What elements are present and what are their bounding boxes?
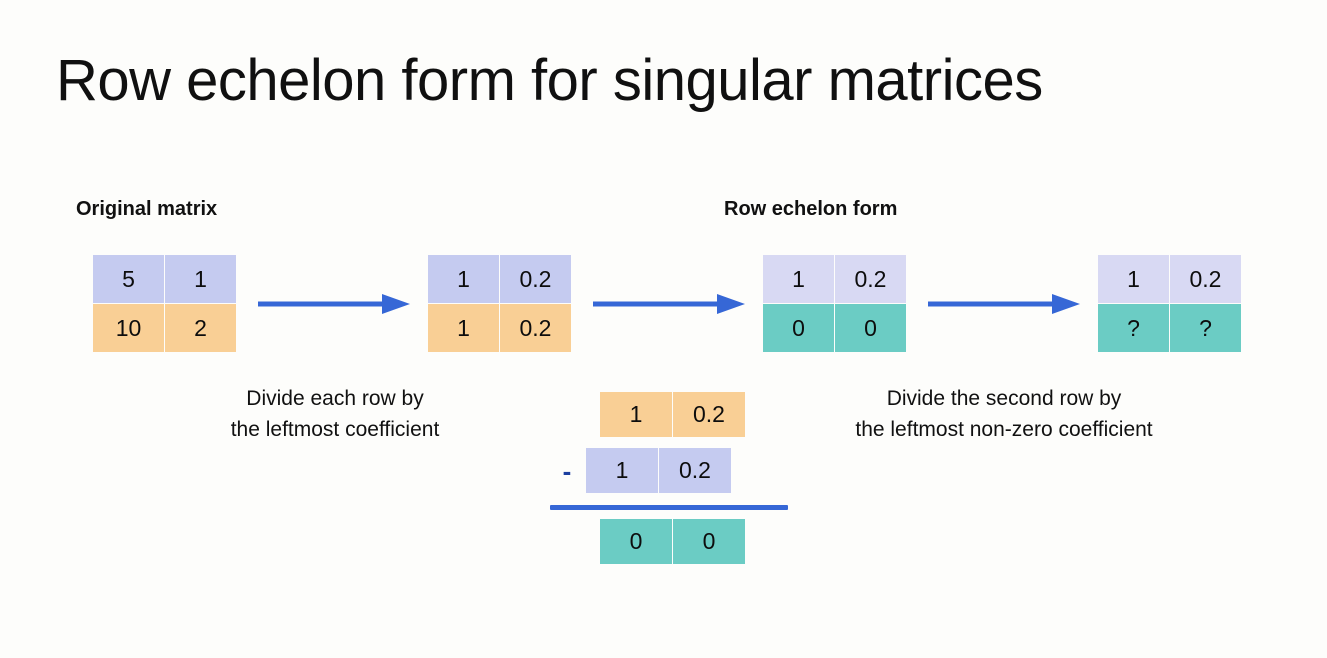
matrix-row: 1 0.2 — [428, 255, 571, 303]
work-cell: 1 — [600, 392, 672, 437]
work-cell: 0 — [600, 519, 672, 564]
subtraction-rule-divider — [550, 505, 788, 510]
original-matrix: 5 1 10 2 — [93, 255, 236, 352]
label-original-matrix: Original matrix — [76, 198, 218, 220]
matrix-row: 1 0.2 — [1098, 255, 1241, 303]
arrow-step-3-icon — [928, 291, 1080, 317]
matrix-row: 5 1 — [93, 255, 236, 303]
matrix-cell: 1 — [763, 255, 834, 303]
matrix-cell: 0.2 — [500, 304, 571, 352]
matrix-cell: 0 — [763, 304, 834, 352]
matrix-row: 1 0.2 — [428, 304, 571, 352]
matrix-cell: 0.2 — [500, 255, 571, 303]
matrix-cell: 1 — [428, 304, 499, 352]
matrix-row: 10 2 — [93, 304, 236, 352]
matrix-cell: 10 — [93, 304, 164, 352]
arrow-step-1-icon — [258, 291, 410, 317]
row-echelon-matrix: 1 0.2 0 0 — [763, 255, 906, 352]
matrix-cell: 0 — [835, 304, 906, 352]
matrix-row: ? ? — [1098, 304, 1241, 352]
page-title: Row echelon form for singular matrices — [56, 48, 1043, 113]
matrix-cell: 2 — [165, 304, 236, 352]
unknown-second-row-matrix: 1 0.2 ? ? — [1098, 255, 1241, 352]
work-cell: 0.2 — [659, 448, 731, 493]
work-cell: 0.2 — [673, 392, 745, 437]
caption-divide-second-row: Divide the second row by the leftmost no… — [855, 387, 1153, 441]
arrow-step-2-icon — [593, 291, 745, 317]
work-subtrahend-row: 1 0.2 — [586, 448, 731, 493]
label-row-echelon-form: Row echelon form — [724, 198, 898, 220]
matrix-cell: 1 — [1098, 255, 1169, 303]
matrix-row: 1 0.2 — [763, 255, 906, 303]
work-result-row: 0 0 — [600, 519, 745, 564]
subtraction-work-area: - 1 0.2 1 0.2 0 0 — [548, 390, 792, 568]
matrix-cell: ? — [1098, 304, 1169, 352]
caption-divide-each-row: Divide each row by the leftmost coeffici… — [230, 387, 440, 441]
matrix-cell: 1 — [428, 255, 499, 303]
minus-operator: - — [562, 456, 572, 486]
matrix-cell: 1 — [165, 255, 236, 303]
work-cell: 1 — [586, 448, 658, 493]
matrix-cell: 0.2 — [1170, 255, 1241, 303]
matrix-cell: ? — [1170, 304, 1241, 352]
matrix-row: 0 0 — [763, 304, 906, 352]
matrix-cell: 0.2 — [835, 255, 906, 303]
matrix-cell: 5 — [93, 255, 164, 303]
work-cell: 0 — [673, 519, 745, 564]
divided-matrix: 1 0.2 1 0.2 — [428, 255, 571, 352]
work-minuend-row: 1 0.2 — [600, 392, 745, 437]
